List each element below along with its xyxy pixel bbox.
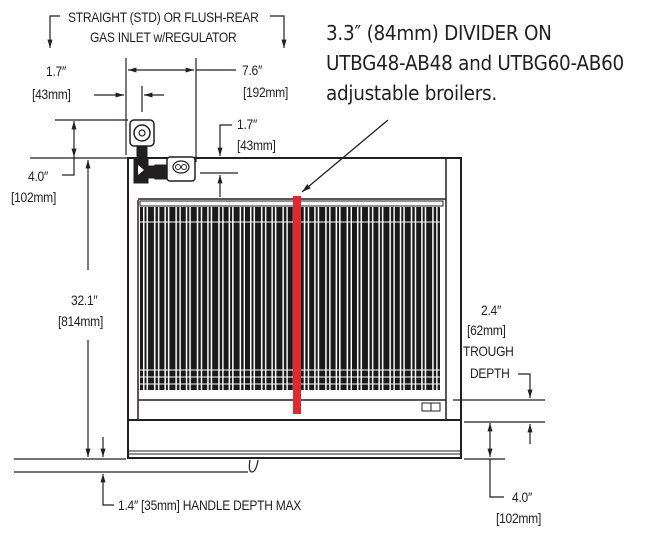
trough-depth-mm: [62mm] (467, 322, 506, 338)
trough-depth-inch: 2.4″ (481, 302, 501, 318)
grate-bars (140, 207, 440, 390)
divider-note-line2: UTBG48-AB48 and UTBG60-AB60 (326, 51, 624, 75)
divider-note: 3.3″ (84mm) DIVIDER ON UTBG48-AB48 and U… (326, 18, 624, 108)
handle-icon (248, 459, 259, 473)
inlet-span-inch: 7.6″ (242, 62, 262, 78)
inlet-offset-mm: [43mm] (32, 86, 71, 102)
divider-note-line3: adjustable broilers. (326, 81, 497, 105)
broiler-body (127, 157, 462, 459)
divider-note-line1: 3.3″ (84mm) DIVIDER ON (326, 21, 552, 45)
handle-depth-label: 1.4″ [35mm] HANDLE DEPTH MAX (118, 497, 302, 513)
gas-inlet-assembly (129, 119, 196, 184)
gas-inlet-label-line1: STRAIGHT (STD) OR FLUSH-REAR (68, 9, 259, 25)
grate-crossbars (140, 221, 440, 385)
divider-bar (293, 196, 301, 414)
inlet-span-mm: [192mm] (243, 84, 289, 100)
note-leader-arrow (301, 119, 389, 193)
base-height-inch: 4.0″ (512, 489, 532, 505)
trough-depth-label2: DEPTH (470, 365, 510, 381)
inlet-offset-inch: 1.7″ (46, 63, 66, 79)
regulator-height-inch: 1.7″ (237, 116, 257, 132)
regulator-height-mm: [43mm] (237, 137, 276, 153)
inlet-height-inch: 4.0″ (28, 168, 48, 184)
base-height-mm: [102mm] (496, 510, 542, 526)
grate-feet (421, 402, 441, 412)
overall-height-inch: 32.1″ (71, 292, 98, 308)
trough-depth-label1: TROUGH (463, 343, 514, 359)
gas-inlet-label-line2: GAS INLET w/REGULATOR (90, 29, 237, 45)
inlet-height-mm: [102mm] (11, 189, 57, 205)
overall-height-mm: [814mm] (58, 313, 104, 329)
dimension-lines (14, 15, 545, 506)
